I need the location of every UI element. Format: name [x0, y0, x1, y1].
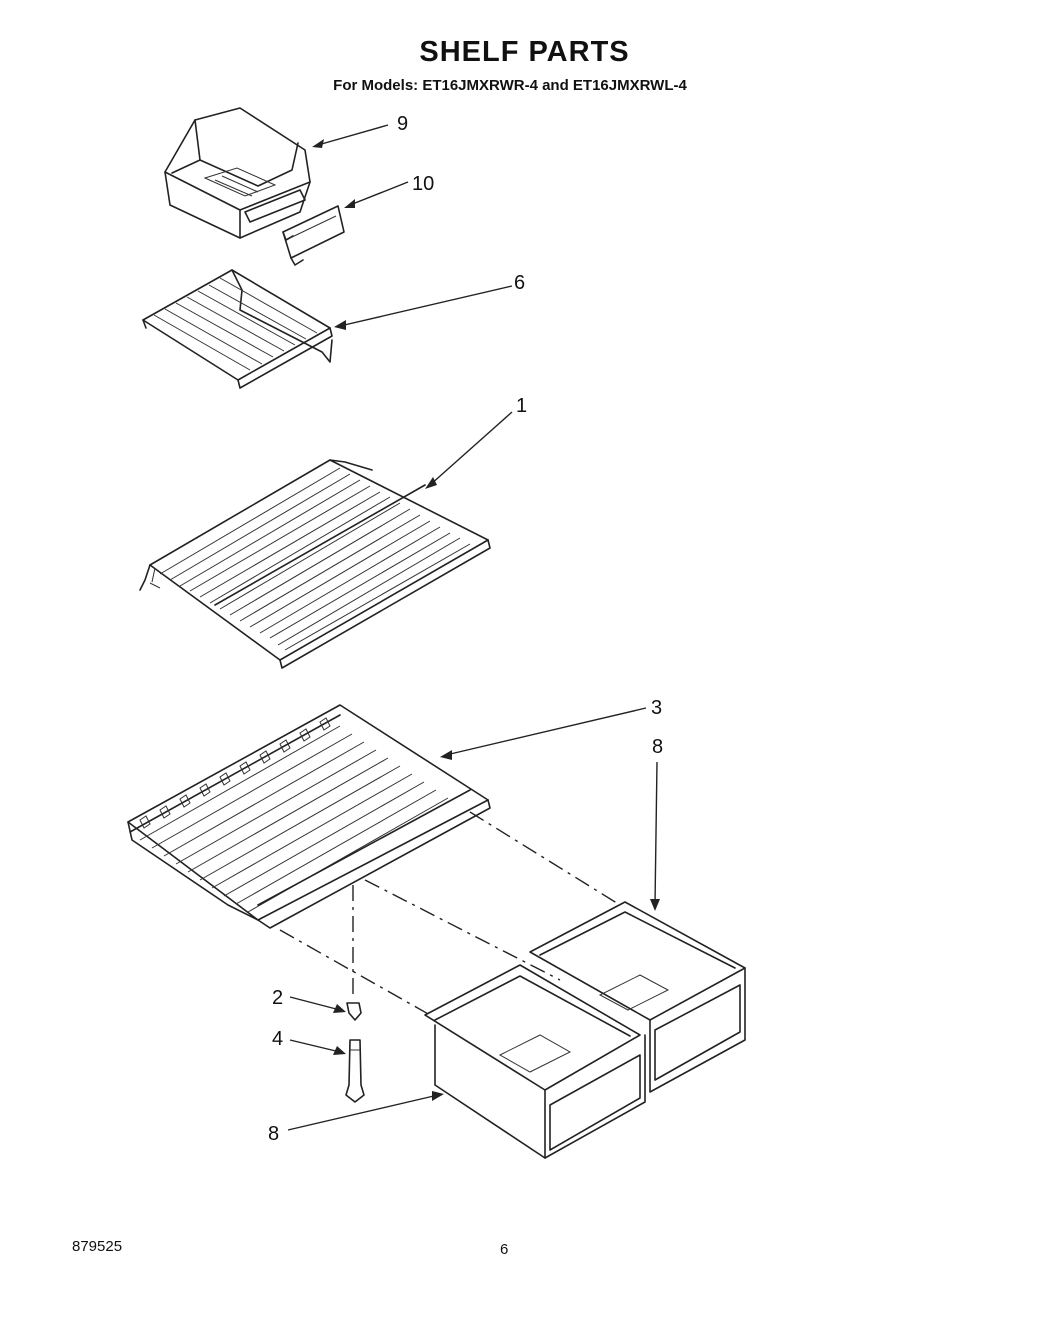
callout-2: 2 — [272, 987, 283, 1009]
part-3-crisper-cover — [127, 704, 491, 929]
callout-3: 3 — [651, 697, 662, 719]
model-subtitle: For Models: ET16JMXRWR-4 and ET16JMXRWL-… — [333, 77, 687, 94]
callout-9: 9 — [397, 113, 408, 135]
callout-8-front: 8 — [268, 1123, 279, 1145]
part-1-wire-shelf — [139, 459, 491, 669]
leader-lines — [287, 124, 660, 1131]
callout-10: 10 — [412, 173, 434, 195]
document-number: 879525 — [72, 1238, 123, 1255]
part-10-clip — [282, 205, 345, 266]
part-6-small-wire-shelf — [142, 269, 333, 389]
page-number: 6 — [500, 1241, 509, 1258]
callout-8-rear: 8 — [652, 736, 663, 758]
part-4-post — [345, 1039, 365, 1103]
part-9-bin — [164, 107, 311, 239]
page-title: SHELF PARTS — [419, 36, 630, 68]
callout-4: 4 — [272, 1028, 283, 1050]
part-2-cap — [346, 1002, 362, 1021]
callout-1: 1 — [516, 395, 527, 417]
assembly-alignment-lines — [279, 811, 621, 1016]
part-8-crisper-drawer-rear — [529, 901, 746, 1093]
callout-6: 6 — [514, 272, 525, 294]
part-8-crisper-drawer-front — [424, 964, 646, 1159]
